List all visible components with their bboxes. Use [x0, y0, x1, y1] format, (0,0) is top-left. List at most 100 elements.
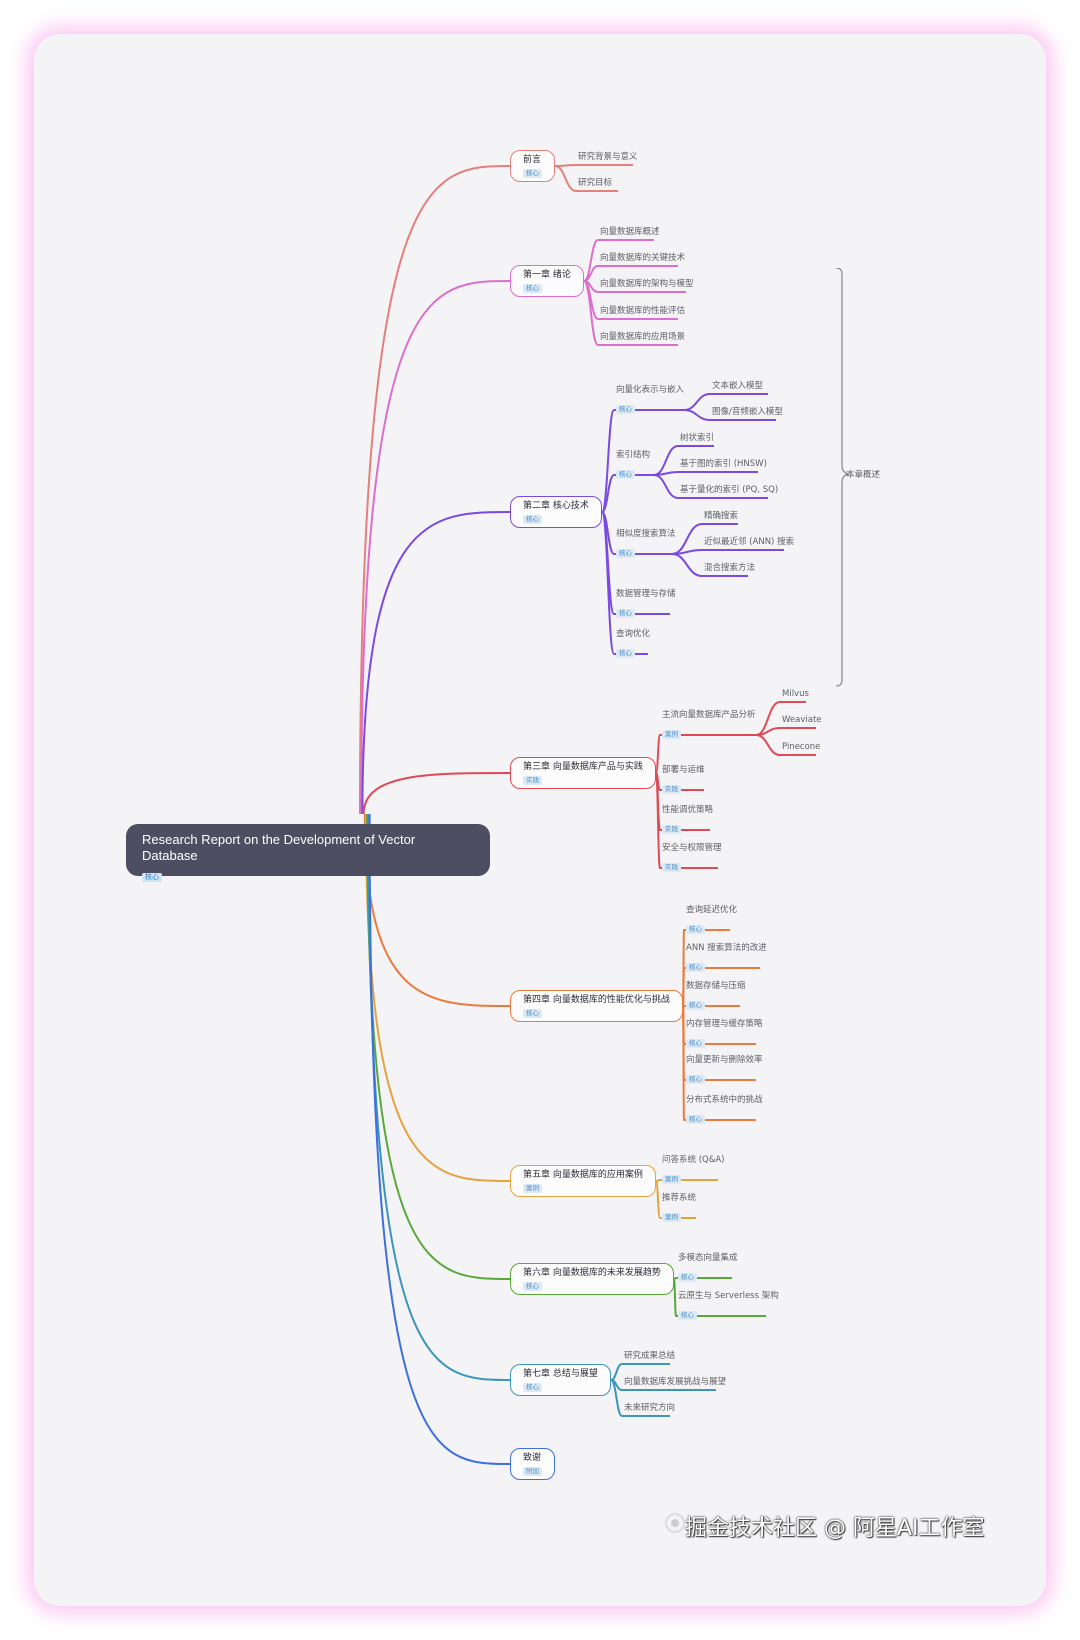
branch-node[interactable]: 多模态向量集成核心	[678, 1252, 738, 1283]
leaf-label: 基于量化的索引 (PQ, SQ)	[680, 485, 779, 495]
branch-label: 数据存储与压缩	[686, 981, 746, 991]
connector-line	[366, 813, 511, 1280]
branch-label: 向量化表示与嵌入	[616, 385, 685, 395]
leaf-node[interactable]: Weaviate	[782, 714, 822, 726]
branch-label: 研究背景与意义	[578, 152, 638, 162]
branch-node[interactable]: 数据管理与存储核心	[616, 588, 676, 619]
branch-node[interactable]: 向量数据库的架构与模型	[600, 278, 694, 290]
chapter-node[interactable]: 第六章 向量数据库的未来发展趋势核心	[510, 1263, 674, 1295]
branch-node[interactable]: 向量数据库发展挑战与展望	[624, 1376, 726, 1388]
chapter-label: 致谢	[523, 1453, 542, 1463]
chapter-label: 前言	[523, 155, 542, 165]
chapter-node[interactable]: 第二章 核心技术核心	[510, 496, 602, 528]
branch-node[interactable]: 主流向量数据库产品分析案例	[662, 709, 756, 740]
chapter-tag: 核心	[523, 1282, 542, 1291]
connector-line	[610, 1379, 623, 1417]
branch-tag: 实践	[662, 785, 681, 794]
branch-node[interactable]: 索引结构核心	[616, 449, 650, 480]
branch-node[interactable]: 性能调优策略实践	[662, 804, 713, 835]
branch-node[interactable]: 推荐系统案例	[662, 1192, 696, 1223]
branch-tag: 案例	[662, 1213, 681, 1222]
leaf-node[interactable]: 精确搜索	[704, 510, 738, 522]
branch-node[interactable]: 未来研究方向	[624, 1402, 675, 1414]
chapter-node[interactable]: 第三章 向量数据库产品与实践实践	[510, 757, 656, 789]
branch-label: 索引结构	[616, 450, 651, 460]
branch-label: 多模态向量集成	[678, 1253, 738, 1263]
chapter-tag: 核心	[523, 515, 542, 524]
connector-line	[653, 474, 679, 499]
leaf-node[interactable]: 图像/音频嵌入模型	[712, 406, 783, 418]
leaf-label: 树状索引	[680, 433, 715, 443]
branch-node[interactable]: 研究目标	[578, 177, 612, 189]
chapter-tag: 案例	[523, 1184, 542, 1193]
branch-tag: 核心	[678, 1273, 697, 1282]
branch-node[interactable]: 相似度搜索算法核心	[616, 528, 676, 559]
branch-tag: 核心	[686, 1039, 705, 1048]
branch-node[interactable]: 查询延迟优化核心	[686, 904, 737, 935]
leaf-node[interactable]: 基于量化的索引 (PQ, SQ)	[680, 484, 778, 496]
branch-tag: 核心	[686, 1001, 705, 1010]
watermark: 掘金技术社区 @ 阿星AI工作室	[685, 1516, 985, 1541]
leaf-node[interactable]: 混合搜索方法	[704, 562, 755, 574]
branch-node[interactable]: 部署与运维实践	[662, 764, 705, 795]
branch-node[interactable]: 向量数据库的性能评估	[600, 305, 685, 317]
branch-node[interactable]: 向量数据库的关键技术	[600, 252, 685, 264]
chapter-node[interactable]: 第四章 向量数据库的性能优化与挑战核心	[510, 990, 683, 1022]
mindmap-canvas: Research Report on the Development of Ve…	[34, 34, 1046, 1606]
chapter-node[interactable]: 第七章 总结与展望核心	[510, 1364, 611, 1396]
branch-label: 向量更新与删除效率	[686, 1055, 763, 1065]
leaf-node[interactable]: Pinecone	[782, 741, 820, 753]
branch-label: 未来研究方向	[624, 1403, 676, 1413]
branch-label: 向量数据库概述	[600, 227, 660, 237]
branch-label: 云原生与 Serverless 架构	[678, 1291, 779, 1301]
connector-line	[655, 772, 661, 869]
branch-tag: 核心	[616, 609, 635, 618]
branch-tag: 核心	[616, 649, 635, 658]
branch-label: ANN 搜索算法的改进	[686, 943, 767, 953]
branch-node[interactable]: 研究成果总结	[624, 1350, 675, 1362]
leaf-label: Milvus	[782, 689, 809, 699]
summary-brace	[835, 268, 850, 687]
connector-line	[755, 727, 781, 736]
branch-tag: 核心	[686, 963, 705, 972]
chapter-node[interactable]: 第五章 向量数据库的应用案例案例	[510, 1165, 656, 1197]
branch-node[interactable]: 安全与权限管理实践	[662, 842, 722, 873]
branch-node[interactable]: 数据存储与压缩核心	[686, 980, 746, 1011]
root-node[interactable]: Research Report on the Development of Ve…	[126, 824, 490, 882]
summary-label: 本章概述	[846, 470, 881, 480]
branch-node[interactable]: 向量数据库的应用场景	[600, 331, 685, 343]
leaf-node[interactable]: 近似最近邻 (ANN) 搜索	[704, 536, 794, 548]
branch-label: 安全与权限管理	[662, 843, 722, 853]
branch-node[interactable]: 云原生与 Serverless 架构核心	[678, 1290, 779, 1321]
connector-line	[359, 165, 511, 815]
branch-node[interactable]: 问答系统 (Q&A)案例	[662, 1154, 724, 1185]
branch-node[interactable]: 研究背景与意义	[578, 151, 638, 163]
chapter-label: 第三章 向量数据库产品与实践	[523, 762, 643, 772]
branch-tag: 核心	[686, 1075, 705, 1084]
branch-node[interactable]: 向量化表示与嵌入核心	[616, 384, 684, 415]
chapter-tag: 核心	[523, 1383, 542, 1392]
leaf-node[interactable]: 树状索引	[680, 432, 714, 444]
chapter-tag: 实践	[523, 776, 542, 785]
leaf-label: 混合搜索方法	[704, 563, 756, 573]
leaf-node[interactable]: 基于图的索引 (HNSW)	[680, 458, 767, 470]
leaf-label: Pinecone	[782, 742, 821, 752]
chapter-node[interactable]: 致谢附加	[510, 1448, 555, 1480]
branch-node[interactable]: 内存管理与缓存策略核心	[686, 1018, 763, 1049]
branch-label: 研究成果总结	[624, 1351, 676, 1361]
branch-node[interactable]: 查询优化核心	[616, 628, 650, 659]
branch-node[interactable]: 向量数据库概述	[600, 226, 660, 238]
connector-line	[360, 280, 511, 815]
branch-label: 部署与运维	[662, 765, 705, 775]
branch-node[interactable]: ANN 搜索算法的改进核心	[686, 942, 767, 973]
leaf-node[interactable]: Milvus	[782, 688, 809, 700]
connector-line	[653, 445, 679, 476]
connector-line	[673, 1278, 677, 1317]
connector-line	[671, 553, 703, 577]
chapter-node[interactable]: 前言核心	[510, 150, 555, 182]
leaf-node[interactable]: 文本嵌入模型	[712, 380, 763, 392]
branch-node[interactable]: 向量更新与删除效率核心	[686, 1054, 763, 1085]
chapter-node[interactable]: 第一章 绪论核心	[510, 265, 584, 297]
branch-node[interactable]: 分布式系统中的挑战核心	[686, 1094, 763, 1125]
branch-label: 相似度搜索算法	[616, 529, 676, 539]
